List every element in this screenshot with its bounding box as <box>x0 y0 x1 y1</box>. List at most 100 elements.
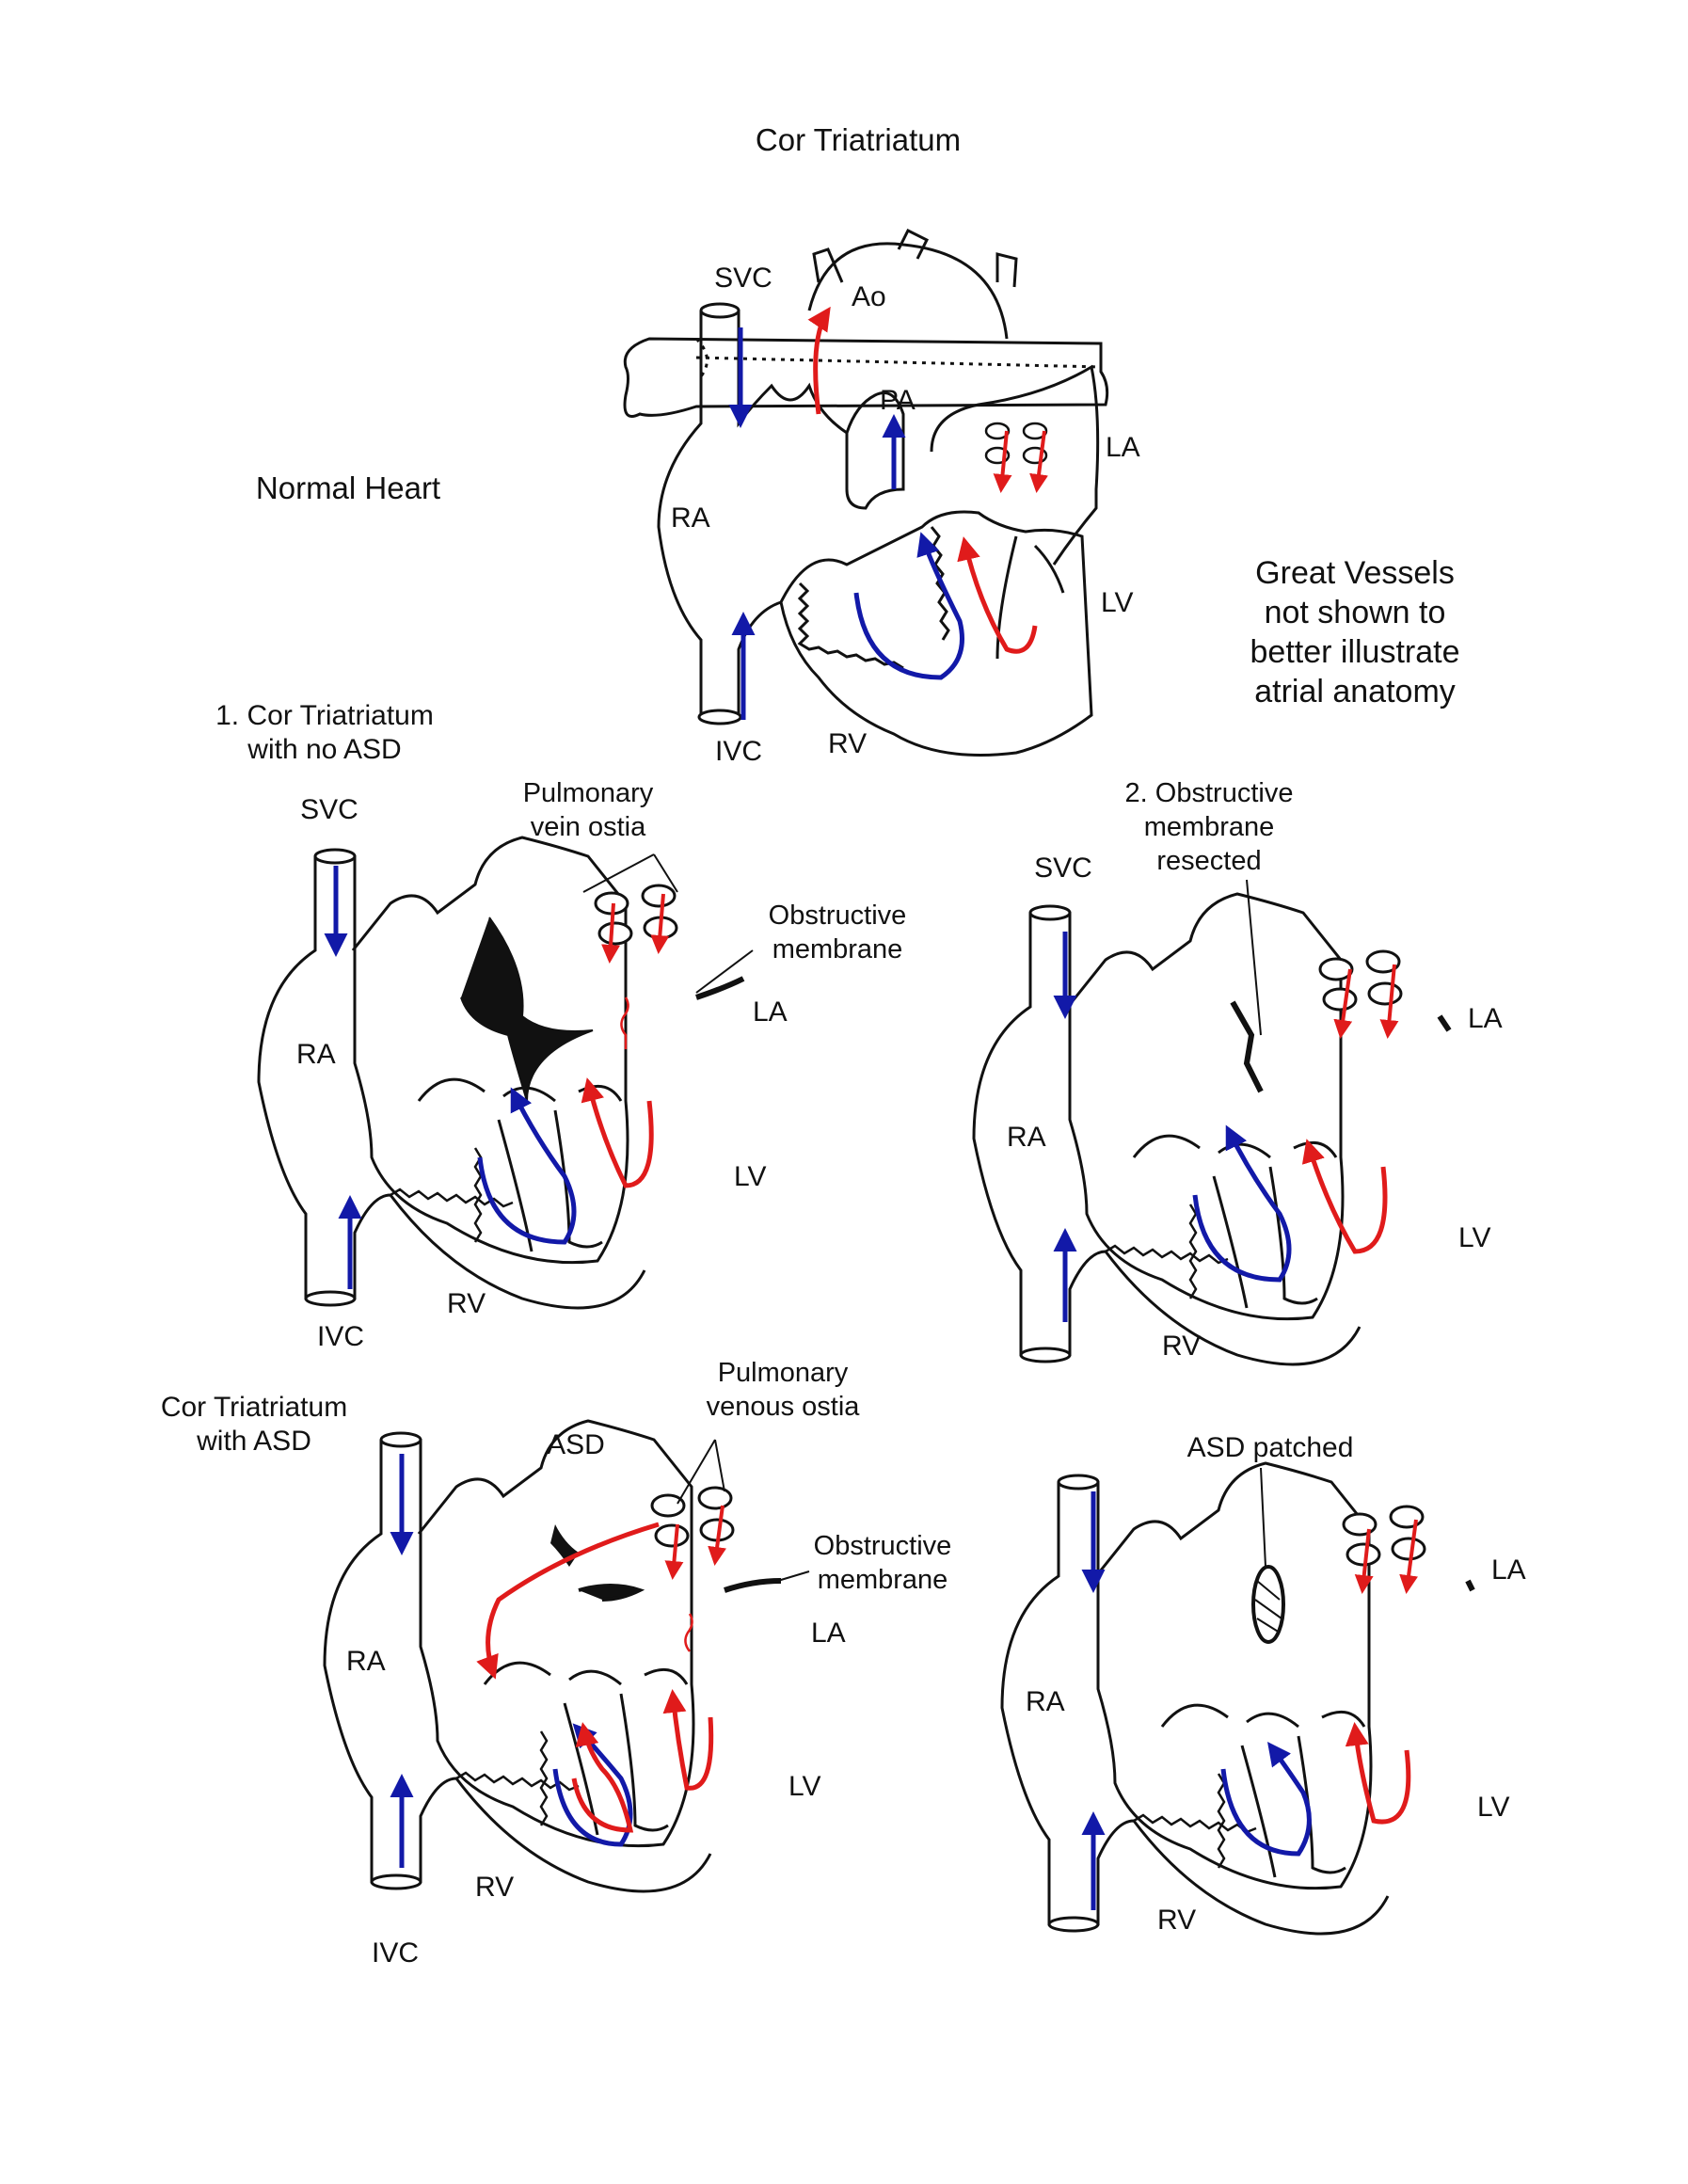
membrane-remnant <box>1230 1000 1264 1093</box>
rv-flow-arrow <box>1220 1741 1312 1857</box>
lv-flow-arrow <box>1301 1139 1388 1254</box>
callout-membrane: membrane <box>772 934 903 964</box>
label-ivc: IVC <box>715 736 762 767</box>
panel-no-asd: 1. Cor Triatriatum with no ASD SVC RA LA… <box>215 700 906 1352</box>
normal-heart-drawing <box>623 228 1109 757</box>
label-pa: PA <box>880 385 916 416</box>
asd-patch-hatching <box>1254 1580 1282 1634</box>
aortic-flow-arrow <box>807 306 831 415</box>
label-asd: ASD <box>547 1429 605 1460</box>
label-svc: SVC <box>714 263 772 294</box>
membrane-pointer <box>771 1570 810 1584</box>
pv-flow-arrow <box>1354 1528 1374 1594</box>
obstructive-membrane-shape <box>460 917 594 1102</box>
heart-outline <box>257 836 646 1310</box>
label-ra: RA <box>346 1646 386 1677</box>
label-ra: RA <box>296 1039 336 1070</box>
resection-pointer <box>1246 879 1262 1036</box>
pv-flow-arrow <box>664 1523 684 1580</box>
callout-ostia: Pulmonary <box>718 1358 849 1388</box>
callout-membrane: Obstructive <box>814 1531 952 1561</box>
label-la: LA <box>753 996 788 1028</box>
label-rv: RV <box>447 1288 486 1319</box>
panel-with-asd: Cor Triatriatum with ASD ASD RA LA LV RV… <box>161 1358 952 1969</box>
restricted-flow-arrow <box>620 996 629 1049</box>
rv-flow-arrow <box>1192 1124 1292 1283</box>
note-line: better illustrate <box>1250 634 1460 670</box>
normal-heart-panel: Normal Heart <box>256 228 1140 767</box>
asd-patch <box>1251 1565 1285 1644</box>
lv-flow-arrow <box>581 1077 654 1188</box>
label-rv: RV <box>1157 1905 1196 1936</box>
label-lv: LV <box>1477 1792 1509 1823</box>
label-la: LA <box>1468 1003 1503 1034</box>
rv-flow-arrow <box>853 532 964 680</box>
obstructive-membrane-shape <box>578 1584 645 1602</box>
label-lv: LV <box>1458 1222 1490 1253</box>
label-ivc: IVC <box>372 1937 419 1969</box>
membrane-remnant <box>1437 1014 1452 1032</box>
pv-flow-arrow <box>1333 968 1353 1039</box>
panel-heading: 1. Cor Triatriatum <box>215 700 434 731</box>
lv-flow-arrow <box>662 1689 714 1791</box>
label-ao: Ao <box>852 281 886 312</box>
label-la: LA <box>811 1618 846 1649</box>
la-wall-mark <box>1465 1579 1475 1592</box>
callout-membrane: Obstructive <box>769 901 907 931</box>
label-rv: RV <box>1162 1331 1201 1362</box>
normal-ostia <box>984 422 1048 465</box>
great-vessels-note: Great Vessels not shown to better illust… <box>1250 555 1460 709</box>
label-ra: RA <box>1026 1686 1065 1717</box>
label-lv: LV <box>734 1161 766 1192</box>
panel-asd-patched: ASD patched RA LA LV RV <box>1000 1432 1526 1936</box>
label-ivc: IVC <box>317 1321 364 1352</box>
label-la: LA <box>1106 432 1140 463</box>
callout-membrane: membrane <box>818 1565 948 1595</box>
note-line: atrial anatomy <box>1254 674 1456 709</box>
panel-heading: Cor Triatriatum <box>161 1392 347 1423</box>
panel-heading: with ASD <box>196 1426 311 1457</box>
mixed-flow-arrow <box>571 1722 634 1833</box>
patch-pointer <box>1260 1467 1266 1568</box>
lv-flow-arrow <box>957 536 1038 654</box>
panel-membrane-resected: 2. Obstructive membrane resected SVC RA … <box>972 778 1503 1366</box>
restricted-flow-arrow <box>684 1613 693 1652</box>
lv-flow-arrow <box>1345 1722 1411 1825</box>
pv-flow-arrow <box>601 902 621 964</box>
label-rv: RV <box>475 1872 514 1903</box>
label-lv: LV <box>1101 587 1133 618</box>
label-svc: SVC <box>300 794 358 825</box>
pulmonary-vein-ostia <box>1318 949 1403 1012</box>
label-ra: RA <box>1007 1122 1046 1153</box>
rv-flow-arrow <box>552 1723 633 1847</box>
pv-flow-arrow <box>650 893 670 954</box>
normal-heart-heading: Normal Heart <box>256 470 440 505</box>
panel-heading: ASD patched <box>1187 1432 1354 1463</box>
note-line: not shown to <box>1265 595 1446 630</box>
ostia-pointer <box>582 853 678 893</box>
label-lv: LV <box>788 1771 820 1802</box>
pv-flow-arrow <box>1399 1519 1419 1594</box>
membrane-right-part <box>695 976 745 1000</box>
membrane-pointer <box>695 949 754 994</box>
ostia-pointer <box>677 1439 725 1505</box>
callout-ostia: Pulmonary <box>523 778 654 808</box>
label-rv: RV <box>828 728 867 759</box>
rv-flow-arrow <box>477 1087 577 1245</box>
asd-shunt-arrow <box>476 1522 660 1680</box>
callout-ostia: venous ostia <box>707 1392 861 1422</box>
callout-ostia: vein ostia <box>531 812 646 842</box>
pv-flow-arrow <box>708 1505 727 1566</box>
panel-heading: resected <box>1156 846 1261 876</box>
pv-flow-arrow <box>1029 430 1048 493</box>
pv-flow-arrow <box>1379 964 1399 1039</box>
pv-flow-arrow <box>993 430 1012 493</box>
panel-heading: membrane <box>1144 812 1275 842</box>
note-line: Great Vessels <box>1255 555 1455 591</box>
label-svc: SVC <box>1034 853 1092 884</box>
label-ra: RA <box>671 502 710 534</box>
label-la: LA <box>1491 1554 1526 1586</box>
page-title: Cor Triatriatum <box>756 122 961 157</box>
